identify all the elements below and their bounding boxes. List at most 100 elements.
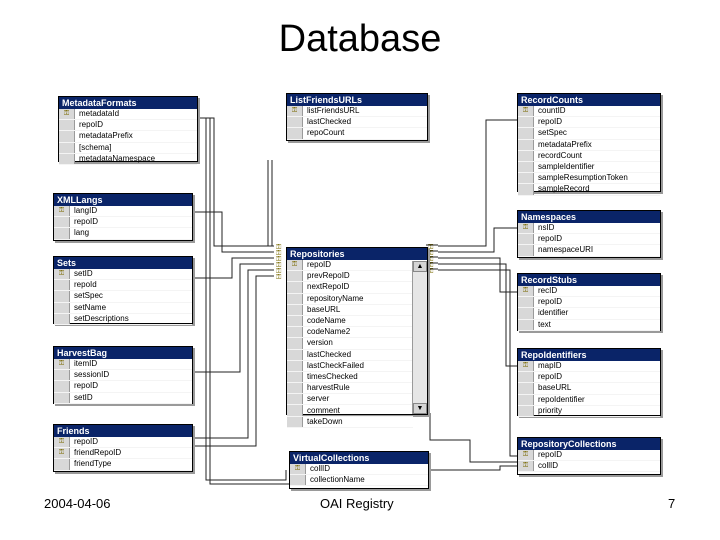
field-row[interactable]: sampleIdentifier [518,161,660,174]
field-row[interactable]: ⚿nsID [518,223,660,235]
field-row[interactable]: nextRepoID [287,282,413,294]
field-row[interactable]: repoID [518,297,660,309]
field-row[interactable]: friendType [54,459,192,471]
field-row[interactable]: ⚿recID [518,286,660,298]
field-row[interactable]: sampleRecord [518,184,660,196]
field-row[interactable]: metadataNamespace [59,153,197,165]
field-row[interactable]: ⚿repoID [287,260,413,272]
scroll-down-icon[interactable]: ▼ [413,403,427,414]
field-row[interactable]: identifier [518,308,660,320]
field-row[interactable]: prevRepoID [287,271,413,283]
field-row[interactable]: server [287,394,413,406]
field-row[interactable]: namespaceURI [518,245,660,257]
field-row[interactable]: ⚿countID [518,106,660,118]
field-row[interactable]: ⚿mapID [518,361,660,373]
primary-key-icon: ⚿ [58,270,65,278]
vertical-scrollbar[interactable]: ▲▼ [412,261,427,414]
field-row[interactable]: [schema] [59,142,197,154]
relationship-key-icon: ⚿ [428,243,434,251]
field-name: baseURL [538,383,572,393]
primary-key-icon: ⚿ [291,107,298,115]
row-selector: ⚿ [518,361,534,372]
field-row[interactable]: sampleResumptionToken [518,173,660,185]
field-row[interactable]: repoID [54,217,192,229]
field-row[interactable]: setID [54,392,192,404]
relationship-line [191,275,274,447]
field-row[interactable]: ⚿ listFriendsURL [287,106,427,118]
field-row[interactable]: ⚿repoID [518,450,660,462]
table-repositorycollections[interactable]: RepositoryCollections⚿repoID⚿collID [517,437,661,475]
row-selector [287,315,303,327]
field-row[interactable]: repoID [518,234,660,246]
field-row[interactable]: repoIdentifier [518,394,660,406]
field-row[interactable]: codeName2 [287,327,413,339]
field-name: friendRepoID [74,448,122,458]
field-row[interactable]: ⚿langID [54,206,192,218]
scroll-up-icon[interactable]: ▲ [413,261,427,272]
field-row[interactable]: ⚿repoID [54,437,192,449]
row-selector: ⚿ [287,260,303,271]
field-row[interactable]: collectionName [290,475,428,487]
field-row[interactable]: ⚿collID [290,464,428,476]
field-row[interactable]: sessionID [54,370,192,382]
field-row[interactable]: ⚿itemID [54,359,192,371]
row-selector: ⚿ [518,286,534,297]
field-row[interactable]: version [287,338,413,350]
field-row[interactable]: lang [54,228,192,240]
table-title: RecordCounts [518,94,660,106]
field-row[interactable]: lastChecked [287,349,413,361]
field-row[interactable]: repoId [54,280,192,292]
relationship-key-icon: ⚿ [428,267,434,275]
field-name: codeName2 [307,327,351,337]
row-selector [518,150,534,161]
field-row[interactable]: repoID [518,117,660,129]
field-row[interactable]: repoID [54,381,192,393]
field-row[interactable]: repositoryName [287,293,413,305]
row-selector [287,371,303,383]
field-name: listFriendsURL [307,106,360,116]
field-row[interactable]: repoID [59,120,197,132]
field-name: repoID [79,120,104,130]
field-row[interactable]: recordCount [518,150,660,162]
field-row[interactable]: lastChecked [287,117,427,129]
field-row[interactable]: repoID [518,372,660,384]
field-row[interactable]: codeName [287,315,413,328]
field-name: setDescriptions [74,313,129,323]
field-row[interactable]: metadataPrefix [59,131,197,143]
field-row[interactable]: ⚿metadataId [59,109,197,121]
field-row[interactable]: ⚿collID [518,461,660,473]
field-row[interactable]: setDescriptions [54,313,192,325]
field-row[interactable]: setSpec [54,291,192,303]
field-row[interactable]: repoCount [287,128,427,140]
row-selector [287,416,303,427]
field-row[interactable]: setSpec [518,128,660,140]
row-selector [518,394,534,405]
relationship-line [438,257,517,293]
field-row[interactable]: lastCheckFailed [287,360,413,372]
field-row[interactable]: ⚿setID [54,269,192,281]
field-row[interactable]: ⚿friendRepoID [54,448,192,460]
field-row[interactable]: priority [518,405,660,417]
field-row[interactable]: setName [54,302,192,314]
field-row[interactable]: baseURL [287,304,413,316]
field-row[interactable]: comment [287,405,413,417]
field-row[interactable]: baseURL [518,383,660,395]
field-row[interactable]: takeDown [287,416,413,428]
field-row[interactable]: timesChecked [287,371,413,384]
field-row[interactable]: harvestRule [287,383,413,395]
field-row[interactable]: metadataPrefix [518,139,660,151]
relationship-key-icon: ⚿ [428,255,434,263]
field-row[interactable]: text [518,319,660,331]
